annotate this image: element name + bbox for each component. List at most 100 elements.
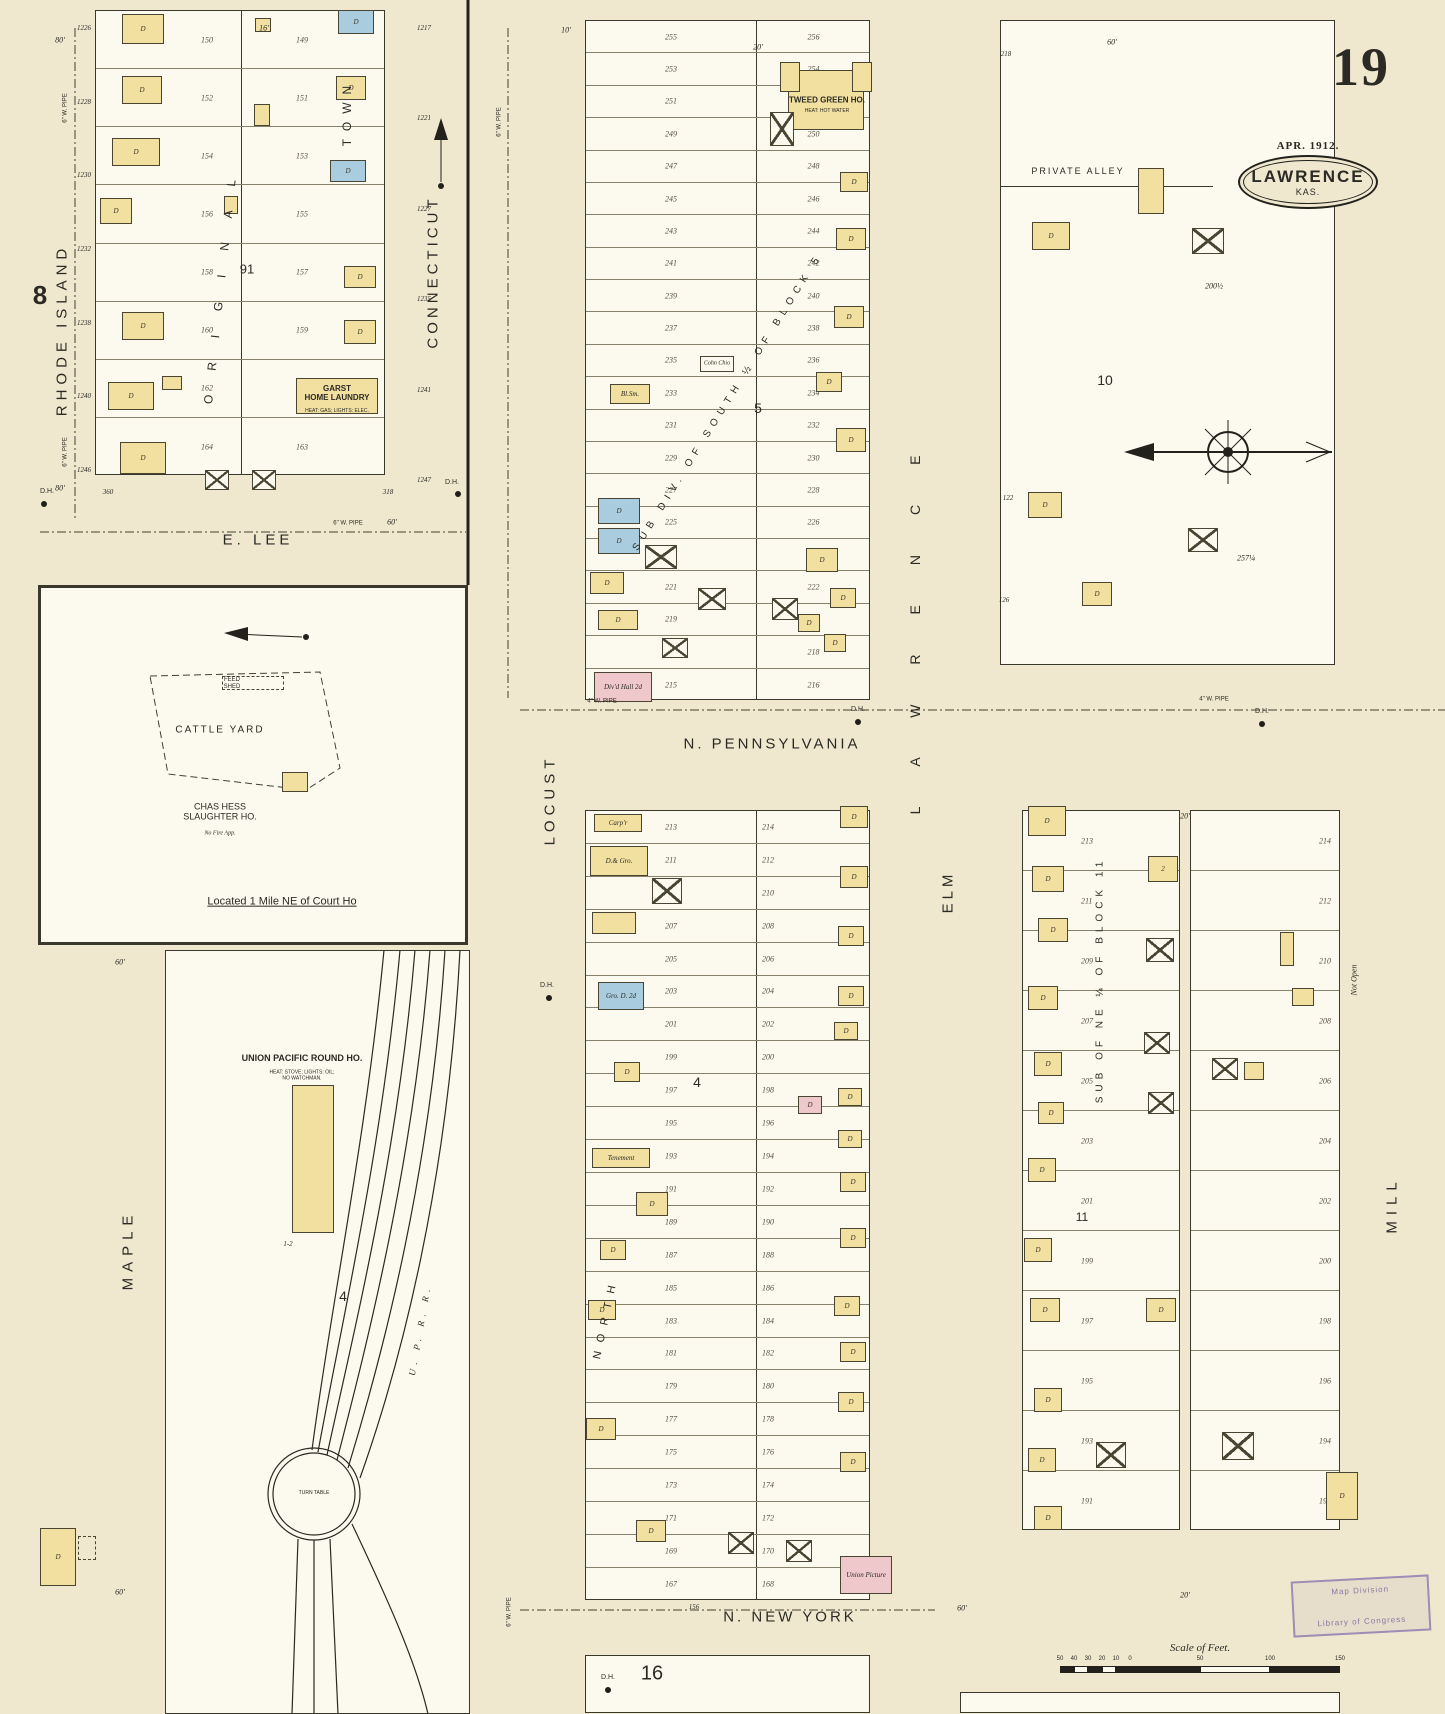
lot: 185: [586, 1272, 756, 1305]
building: [700, 356, 734, 372]
building: D: [636, 1520, 666, 1542]
lot-number: 172: [762, 1513, 774, 1523]
lot: 239: [586, 280, 756, 313]
dwelling-grocery-label: D.& Gro.: [605, 856, 633, 865]
lot: 214: [1191, 811, 1339, 871]
outbuilding: [786, 1540, 812, 1562]
lot: 232: [756, 410, 869, 442]
lot: 253: [586, 53, 756, 86]
lot: 227: [586, 474, 756, 507]
street-width: 60': [1107, 37, 1117, 47]
building: D: [834, 306, 864, 328]
library-stamp: Map Division Library of Congress: [1290, 1574, 1432, 1638]
lot: 222: [756, 571, 869, 604]
building: D: [838, 1130, 862, 1148]
lot-number: 149: [296, 35, 308, 45]
lot-number: 211: [1081, 896, 1093, 905]
lot: 255: [586, 21, 756, 54]
lot: 241: [586, 248, 756, 280]
lot: 149: [241, 11, 384, 70]
lot-number: 183: [665, 1316, 677, 1326]
lot: 150: [96, 11, 241, 70]
lot-number: 197: [665, 1085, 677, 1095]
lot: 195: [1023, 1351, 1179, 1411]
lot-number: 150: [201, 35, 213, 45]
building: D: [798, 1096, 822, 1114]
outbuilding: [662, 638, 688, 658]
block-bottom-16: [585, 1655, 870, 1713]
lot-number: 199: [665, 1052, 677, 1062]
street-n-pennsylvania: N. PENNSYLVANIA: [683, 735, 861, 753]
lot-number: 175: [665, 1447, 677, 1457]
lot-number: 240: [807, 291, 820, 301]
garst-note: HEAT: GAS; LIGHTS: ELEC.: [305, 408, 369, 415]
scale-tick: 40: [1070, 1656, 1078, 1662]
lot: 243: [586, 215, 756, 248]
lot: 203: [1023, 1111, 1179, 1171]
building: [592, 1148, 650, 1168]
building: D: [1146, 1298, 1176, 1322]
cohn-chio-label: Cohn Chio: [703, 360, 731, 367]
lot-number: 182: [762, 1348, 774, 1358]
outbuilding: [1192, 228, 1224, 254]
lot: 188: [756, 1239, 869, 1272]
building: [780, 62, 800, 92]
water-pipe-label: 6" W. PIPE: [62, 93, 69, 123]
blacksmith-label: Bl.Sm.: [620, 389, 640, 398]
lot-number: 237: [665, 323, 677, 333]
scale-segment: [1130, 1666, 1200, 1673]
lot-number: 196: [1319, 1376, 1331, 1385]
lot-number: 201: [665, 1019, 677, 1029]
alley-width: 20': [753, 42, 763, 52]
lot-number: 197: [1081, 1316, 1093, 1325]
alley-width: 20': [1180, 811, 1190, 821]
lot-number: 218: [807, 647, 820, 657]
lot-number: 189: [665, 1217, 677, 1227]
lot-number: 208: [762, 921, 774, 931]
building: D: [824, 634, 846, 652]
water-pipe-label: 6" W. PIPE: [496, 107, 503, 137]
block-bottom-right: [960, 1692, 1340, 1713]
building: [78, 1536, 96, 1560]
lot-number: 196: [762, 1118, 774, 1128]
building: [594, 814, 642, 832]
lot: 196: [756, 1107, 869, 1141]
rhode-island-house-number: 1230: [77, 171, 91, 180]
divided-hall-label: Div'd Hall 2d: [603, 682, 643, 691]
lot: 196: [1191, 1351, 1339, 1411]
subdivision-label-block-11: SUB OF NE ¼ OF BLOCK 11: [1094, 856, 1106, 1104]
lot-number: 235: [665, 355, 677, 365]
lot-number: 208: [1319, 1016, 1331, 1025]
building: D: [838, 1392, 864, 1412]
building: [592, 912, 636, 934]
lot-number: 164: [201, 442, 213, 452]
lot: 198: [1191, 1291, 1339, 1351]
lot-number: 255: [665, 32, 677, 42]
turn-table-label: TURN TABLE: [298, 1490, 330, 1497]
building: [1292, 988, 1314, 1006]
lot: 151: [241, 69, 384, 128]
lot: 256: [756, 21, 869, 54]
logo-state: KAS.: [1295, 187, 1321, 197]
building: D: [598, 498, 640, 524]
street-width: 60': [387, 517, 397, 527]
lot-number: 209: [1081, 956, 1093, 965]
building: D: [1028, 1158, 1056, 1182]
house-number: 218: [1000, 49, 1012, 58]
lot: 190: [756, 1206, 869, 1239]
lot: 174: [756, 1469, 869, 1503]
lot-number: 195: [1081, 1376, 1093, 1385]
lot-number: 233: [665, 388, 677, 398]
building: [296, 378, 378, 414]
alley-width: 16': [259, 23, 269, 33]
street-rhode-island: RHODE ISLAND: [53, 243, 71, 417]
building: [282, 772, 308, 792]
lot-number: 173: [665, 1480, 677, 1490]
connecticut-house-number: 1217: [417, 23, 431, 32]
lot: 156: [96, 185, 241, 244]
lot-number: 168: [762, 1579, 774, 1589]
alley-line: [1001, 186, 1213, 187]
lot: 206: [756, 943, 869, 976]
